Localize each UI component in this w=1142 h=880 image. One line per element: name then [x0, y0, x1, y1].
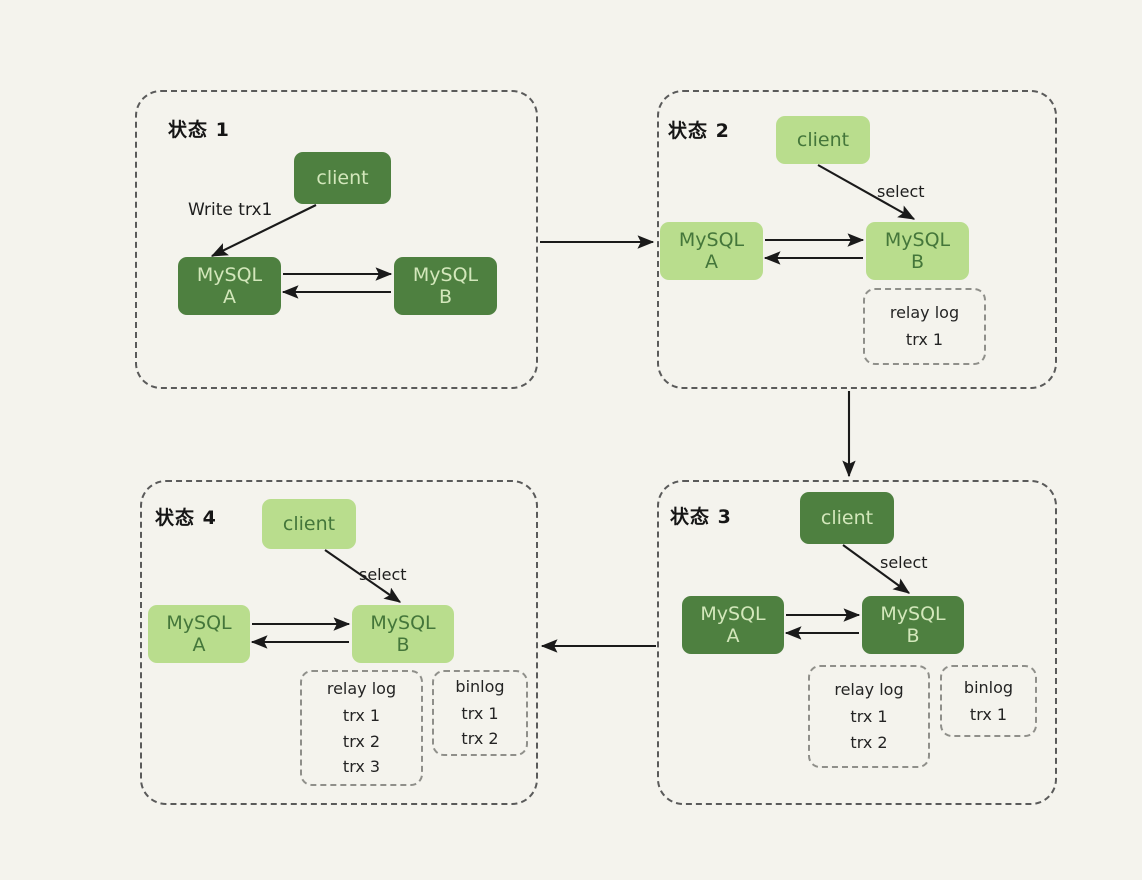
state3-select-label: select: [880, 553, 928, 572]
state4-mysql-b-box[interactable]: MySQL B: [352, 605, 454, 663]
state-panel-3-label: 状态 3: [670, 506, 732, 528]
state1-mysql-b-line2: B: [438, 286, 453, 308]
state4-mysql-b-line1: MySQL: [370, 611, 436, 634]
state1-client-box[interactable]: client: [294, 152, 391, 204]
state2-relay-log-title: relay log: [889, 303, 960, 323]
state3-binlog-box: binlog trx 1: [940, 665, 1037, 737]
state3-binlog-entry-1: trx 1: [969, 704, 1008, 724]
state1-write-label: Write trx1: [188, 200, 273, 220]
state3-relay-log-entry-2: trx 2: [850, 732, 888, 752]
state2-relay-log-box: relay log trx 1: [863, 288, 986, 365]
state4-binlog-title: binlog: [455, 676, 505, 696]
state4-relay-log-entry-2: trx 2: [342, 731, 381, 751]
state4-relay-log-entry-3: trx 3: [342, 757, 381, 777]
state4-select-label: select: [359, 565, 407, 584]
state1-mysql-b-line1: MySQL: [412, 263, 479, 286]
state-panel-1-label: 状态 1: [168, 119, 230, 141]
state2-relay-log-entry-1: trx 1: [905, 330, 944, 349]
state3-mysql-b-line1: MySQL: [880, 602, 946, 625]
state4-binlog-box: binlog trx 1 trx 2: [432, 670, 528, 756]
state4-client-label: client: [282, 512, 336, 535]
state2-mysql-b-box[interactable]: MySQL B: [866, 222, 969, 280]
state-panel-2-label: 状态 2: [668, 120, 730, 142]
state2-mysql-b-line1: MySQL: [884, 228, 951, 251]
state-panel-4-label: 状态 4: [155, 507, 217, 529]
state4-mysql-a-line2: A: [192, 634, 206, 656]
state1-mysql-a-box[interactable]: MySQL A: [178, 257, 281, 315]
state3-client-box[interactable]: client: [800, 492, 894, 544]
state2-client-box[interactable]: client: [776, 116, 870, 164]
state3-relay-log-box: relay log trx 1 trx 2: [808, 665, 930, 768]
state4-mysql-a-line1: MySQL: [166, 611, 232, 634]
state1-client-label: client: [316, 166, 369, 189]
state3-relay-log-entry-1: trx 1: [850, 707, 888, 727]
state3-mysql-a-box[interactable]: MySQL A: [682, 596, 784, 654]
state1-mysql-a-line1: MySQL: [196, 263, 263, 286]
state4-mysql-a-box[interactable]: MySQL A: [148, 605, 250, 663]
state2-mysql-a-line2: A: [705, 251, 718, 273]
state-panel-1: [135, 90, 538, 389]
state4-relay-log-title: relay log: [326, 678, 397, 698]
state4-binlog-entry-2: trx 2: [461, 729, 499, 749]
state3-mysql-a-line1: MySQL: [700, 602, 766, 625]
state2-client-label: client: [796, 128, 850, 151]
state4-mysql-b-line2: B: [396, 634, 410, 656]
state4-relay-log-entry-1: trx 1: [342, 705, 381, 725]
state3-binlog-title: binlog: [963, 677, 1014, 697]
state1-mysql-b-box[interactable]: MySQL B: [394, 257, 497, 315]
state3-mysql-b-line2: B: [906, 625, 920, 647]
state4-binlog-entry-1: trx 1: [461, 703, 499, 723]
state2-select-label: select: [877, 182, 925, 201]
state3-client-label: client: [820, 506, 874, 529]
state-panel-3: [657, 480, 1057, 805]
state3-relay-log-title: relay log: [834, 680, 904, 700]
state1-mysql-a-line2: A: [223, 286, 236, 308]
state-panel-2: [657, 90, 1057, 389]
state2-mysql-b-line2: B: [910, 251, 925, 273]
state-panel-4: [140, 480, 538, 805]
state3-mysql-b-box[interactable]: MySQL B: [862, 596, 964, 654]
state2-mysql-a-line1: MySQL: [678, 228, 745, 251]
state2-mysql-a-box[interactable]: MySQL A: [660, 222, 763, 280]
state4-relay-log-box: relay log trx 1 trx 2 trx 3: [300, 670, 423, 786]
state3-mysql-a-line2: A: [726, 625, 740, 647]
state4-client-box[interactable]: client: [262, 499, 356, 549]
